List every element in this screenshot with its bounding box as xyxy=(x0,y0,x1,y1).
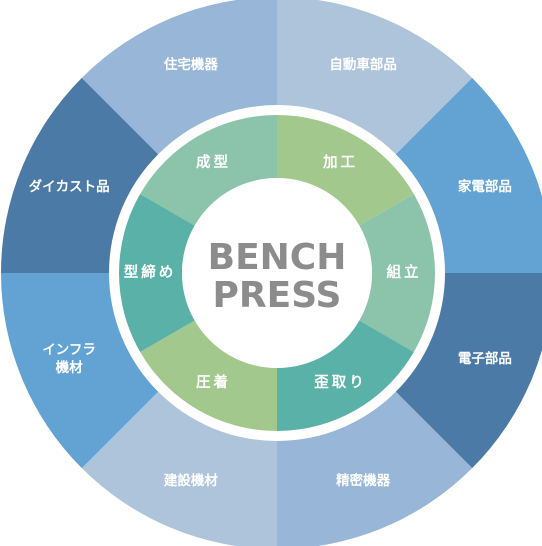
outer-ring-segment xyxy=(1,77,159,273)
inner-ring-segment xyxy=(118,194,195,352)
outer-ring-label: 家電部品 xyxy=(458,178,512,195)
center-logo: BENCH PRESS xyxy=(208,237,347,316)
outer-ring-segment xyxy=(1,273,159,469)
outer-ring-segment xyxy=(81,0,277,155)
outer-ring-label: 自動車部品 xyxy=(329,56,397,73)
inner-ring-label: 組立 xyxy=(387,263,422,281)
center-title-line1: BENCH xyxy=(208,237,347,278)
inner-ring-segment xyxy=(277,115,414,226)
outer-ring-label: 建設機材 xyxy=(163,472,218,489)
outer-ring-segment xyxy=(395,273,542,469)
center-title-line2: PRESS xyxy=(213,275,342,316)
inner-ring-label: 加工 xyxy=(322,154,358,171)
inner-ring-segment xyxy=(359,194,435,352)
outer-ring-label: 精密機器 xyxy=(336,472,390,489)
inner-ring-label: 型締め xyxy=(124,263,177,281)
outer-ring-segment xyxy=(81,391,277,546)
outer-ring-segment xyxy=(395,77,542,273)
inner-ring-label: 圧着 xyxy=(196,373,231,391)
outer-ring-label: インフラ機材 xyxy=(42,342,96,376)
outer-ring-segment xyxy=(277,391,473,546)
outer-ring-label: 住宅機器 xyxy=(164,56,218,73)
center-disc xyxy=(182,178,372,368)
inner-ring-segment xyxy=(140,115,277,226)
inner-ring-label: 歪取り xyxy=(314,374,367,391)
inner-ring-segment xyxy=(140,320,277,431)
inner-ring-label: 成型 xyxy=(196,153,231,171)
outer-ring-label: ダイカスト品 xyxy=(29,178,110,195)
outer-ring-label: 電子部品 xyxy=(458,350,512,367)
outer-ring-segment xyxy=(277,0,473,155)
inner-ring-segment xyxy=(277,320,414,431)
